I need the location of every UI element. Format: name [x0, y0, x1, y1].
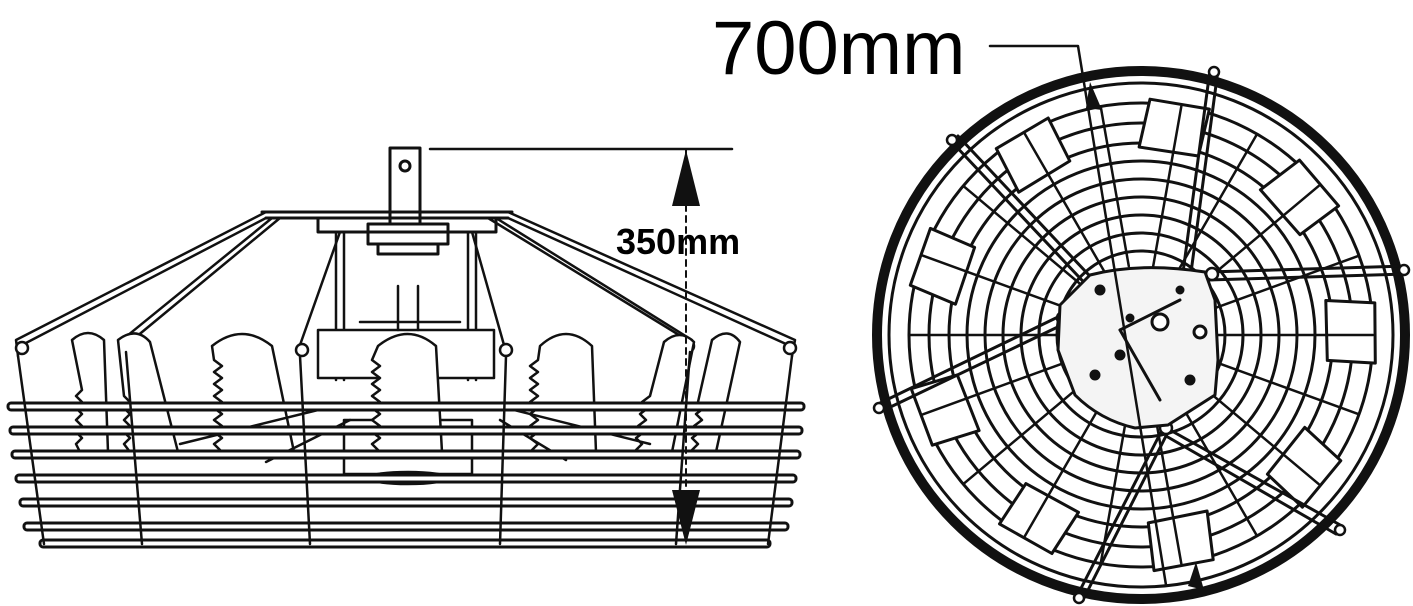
- cage-rings: [6, 401, 806, 549]
- arrow-up-icon: [672, 150, 700, 206]
- blade-7: [688, 332, 742, 454]
- radial-wire: [1023, 394, 1108, 538]
- hub-plate: [1056, 266, 1220, 430]
- blade-tip: [994, 116, 1072, 194]
- diameter-dimension: [988, 44, 1204, 590]
- radial-wire: [1151, 105, 1183, 268]
- radial-wire: [1193, 378, 1320, 486]
- radial-wire: [921, 254, 1077, 313]
- radial-wire: [962, 378, 1089, 486]
- mount-bracket: [366, 146, 450, 256]
- fan-blades: [70, 331, 742, 454]
- blade-tip: [998, 482, 1080, 555]
- blade-3: [210, 332, 296, 454]
- top-frame: [260, 210, 514, 234]
- diameter-dimension-label: 700mm: [712, 6, 965, 91]
- blade-4: [370, 332, 444, 454]
- frame-struts: [14, 210, 797, 382]
- height-dimension-label: 350mm: [616, 221, 740, 262]
- blade-tip: [909, 373, 981, 447]
- radial-wire: [921, 357, 1077, 416]
- height-dimension: [428, 147, 734, 546]
- radial-wire: [1099, 402, 1131, 565]
- blade-tip: [1137, 97, 1211, 158]
- blade-tip: [1146, 509, 1215, 573]
- blade-tip: [1265, 425, 1343, 509]
- radial-wire: [1174, 132, 1259, 276]
- radial-wires: [907, 105, 1375, 565]
- radial-wire: [962, 184, 1089, 292]
- blade-tip: [1324, 299, 1377, 365]
- front-view: [872, 44, 1411, 605]
- mounting-struts: [876, 68, 1408, 602]
- radial-wire: [1151, 402, 1183, 565]
- diameter-dimension-leader: [988, 44, 1168, 587]
- radial-wire: [1099, 105, 1131, 268]
- radial-wire: [1205, 254, 1361, 313]
- arrow-down-icon: [1188, 562, 1204, 590]
- radial-wire: [1205, 357, 1361, 416]
- blade-tip: [908, 226, 977, 306]
- side-view: [6, 146, 806, 549]
- arrow-down-icon: [1086, 82, 1102, 110]
- outer-rim: [872, 66, 1410, 604]
- blade-tip: [1258, 158, 1341, 237]
- radial-wire: [1023, 132, 1108, 276]
- arrow-down-icon: [672, 490, 700, 545]
